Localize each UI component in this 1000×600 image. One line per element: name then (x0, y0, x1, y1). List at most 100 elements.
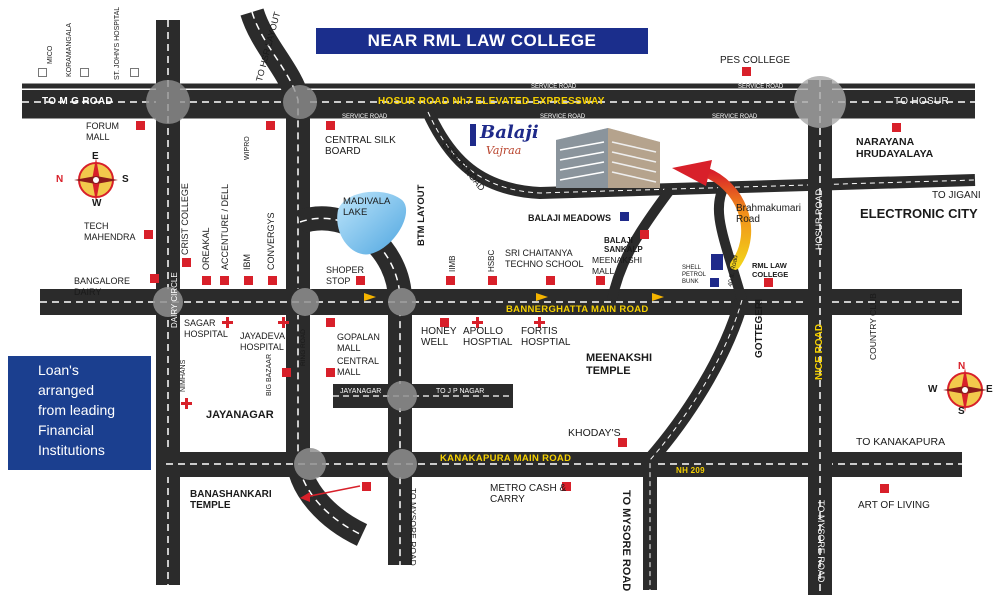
marker-balaji-sankalp (640, 230, 649, 239)
place-bangalore-dairy: BANGALORE DAIRY (74, 276, 131, 297)
place-ibm: IBM (242, 253, 252, 270)
marker-central-silk-board (326, 121, 335, 130)
compass-left-s: S (122, 174, 129, 185)
road-label-service-road: SERVICE ROAD (540, 114, 586, 120)
place-hsbc: HSBC (487, 249, 496, 272)
place-fortis: FORTIS HOSPTIAL (521, 326, 571, 348)
road-label-dairy-circle: DAIRY CIRCLE (170, 272, 179, 328)
road-label-gottegeri: GOTTEGERI (754, 299, 765, 358)
compass-right-e: E (986, 384, 993, 395)
road-label-bannerghatta: BANNERGHATTA MAIN ROAD (506, 304, 649, 315)
place-accenture: ACCENTURE / DELL (220, 183, 230, 270)
place-electronic-city: ELECTRONIC CITY (860, 206, 978, 221)
place-to-kanakapura: TO KANAKAPURA (856, 436, 946, 448)
compass-right-n: N (958, 361, 966, 372)
road-label-to-mysore-road: TO MYSORE ROAD (408, 488, 418, 566)
place-meenakshi-mall: MEENAKSHI MALL (592, 255, 643, 276)
loan-line: arranged (38, 382, 95, 398)
marker-crist-college (182, 258, 191, 267)
marker-convergys (268, 276, 277, 285)
hospital-cross-icon (222, 317, 233, 328)
place-jayanagar: JAYANAGAR (206, 409, 274, 421)
road-label-btm-layout: BTM LAYOUT (416, 184, 427, 246)
marker-central-mall (326, 368, 335, 377)
place-tech-mahendra: TECH MAHENDRA (84, 221, 136, 242)
road-label-service-road: SERVICE ROAD (738, 84, 784, 90)
marker-banashankari (362, 482, 371, 491)
marker-tech-mahendra (144, 230, 153, 239)
compass-right-s: S (958, 406, 965, 417)
place-jayadeva: JAYADEVA HOSPITAL (240, 331, 285, 352)
marker-sri-chaitanya (546, 276, 555, 285)
compass-left-e: E (92, 151, 99, 162)
loan-line: Institutions (38, 442, 105, 458)
marker-ibm (244, 276, 253, 285)
road-label-jayanagar: JAYANAGAR (340, 388, 382, 395)
place-st-johns: ST. JOHN'S HOSPITAL (114, 6, 121, 80)
place-balaji-meadows: BALAJI MEADOWS (528, 213, 611, 223)
place-central-silk-board: CENTRAL SILK BOARD (325, 135, 396, 157)
marker-meenakshi-mall (596, 276, 605, 285)
compass-rose-icon (943, 368, 987, 412)
place-honey-well: HONEY WELL (421, 326, 457, 348)
marker-shell-2 (710, 278, 719, 287)
road-label-service-road: SERVICE ROAD (342, 114, 388, 120)
road-label-nice-road: NICE ROAD (814, 323, 825, 380)
marker-balaji-meadows (620, 212, 629, 221)
marker-pes-college (742, 67, 751, 76)
place-rml-law: RML LAW COLLEGE (752, 261, 789, 279)
hospital-cross-icon (278, 317, 289, 328)
place-shell: SHELL PETROL BUNK (682, 265, 706, 285)
place-apollo: APOLLO HOSPTIAL (463, 326, 513, 348)
road-label-to-hosur: TO HOSUR (894, 96, 949, 107)
place-sri-chaitanya: SRI CHAITANYA TECHNO SCHOOL (505, 248, 584, 269)
loan-info-box: Loan's arranged from leading Financial I… (8, 356, 151, 470)
place-convergys: CONVERGYS (266, 212, 276, 270)
marker-wipro (266, 121, 275, 130)
marker-oreakal (202, 276, 211, 285)
road-label-service-road: SERVICE ROAD (712, 114, 758, 120)
place-gopalan: GOPALAN MALL (337, 332, 380, 353)
place-koramangala: KORAMANGALA (66, 22, 73, 77)
marker-honey-well (440, 318, 449, 327)
place-sagar: SAGAR HOSPITAL (184, 318, 228, 339)
marker-gopalan (326, 318, 335, 327)
place-banashankari: BANASHANKARI TEMPLE (190, 489, 272, 511)
road-label-to-jigani: TO JIGANI (932, 190, 981, 201)
marker-shell (711, 254, 723, 270)
place-meenakshi-temple: MEENAKSHI TEMPLE (586, 352, 653, 377)
loan-line: Financial (38, 422, 95, 438)
road-label-to-mysore-road-2: TO MYSORE ROAD (620, 490, 632, 592)
compass-rose-icon (74, 158, 118, 202)
hospital-cross-icon (534, 317, 545, 328)
marker-big-bazaar (282, 368, 291, 377)
marker-bangalore-dairy (150, 274, 159, 283)
marker-art-of-living (880, 484, 889, 493)
road-label-kanakapura: KANAKAPURA MAIN ROAD (440, 453, 572, 464)
compass-right (935, 360, 995, 420)
brand-logo-mark (470, 124, 476, 146)
place-oreakal: OREAKAL (201, 227, 211, 270)
road-label-ring-road: RING ROAD (300, 329, 307, 366)
compass-left-n: N (56, 174, 64, 185)
marker-narayana (892, 123, 901, 132)
brand-sub: Vajraa (486, 144, 522, 157)
project-building-image (556, 128, 660, 188)
marker-metro (562, 482, 571, 491)
marker-shoper-stop (356, 276, 365, 285)
road-label-service-road: SERVICE ROAD (531, 84, 577, 90)
place-mico: MICO (47, 45, 54, 64)
place-art-of-living: ART OF LIVING (858, 500, 930, 511)
place-nimhans: NIMHANS (180, 359, 187, 392)
place-central-mall: CENTRAL MALL (337, 356, 379, 377)
place-brahmakumari: Brahmakumari Road (736, 203, 802, 225)
place-pes-college: PES COLLEGE (720, 55, 791, 66)
marker-khodays (618, 438, 627, 447)
road-label-hosur-road-vertical: HOSUR ROAD (814, 188, 824, 250)
place-shoper-stop: SHOPER STOP (326, 265, 365, 286)
hospital-cross-icon (181, 398, 192, 409)
loan-line: Loan's (38, 362, 79, 378)
marker-hsbc (488, 276, 497, 285)
